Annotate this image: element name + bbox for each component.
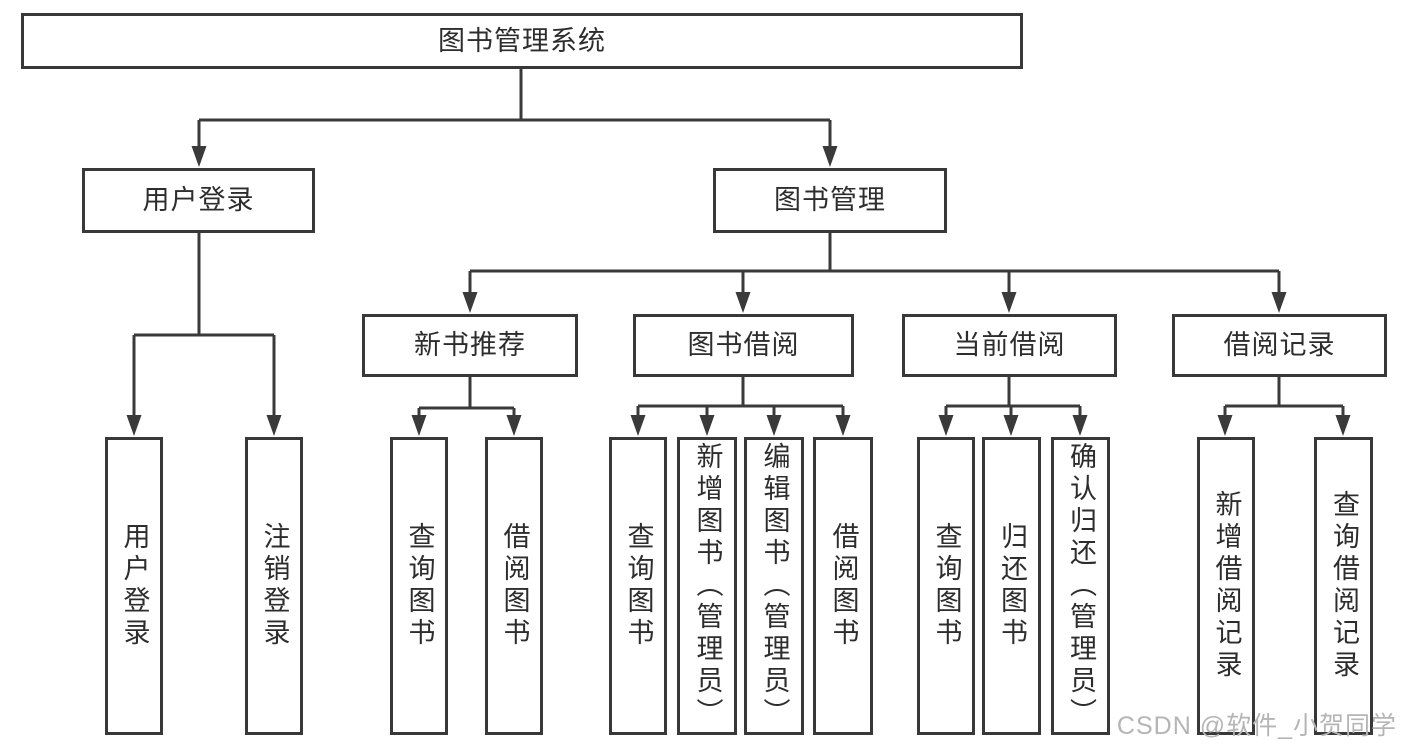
- connector-bookmgmt-to-level3: [468, 233, 1281, 296]
- connector-currentborrow-to-leaves: [944, 377, 1082, 420]
- leaf-query-books-2: 查询图书: [609, 437, 667, 735]
- leaf-query-borrow-record: 查询借阅记录: [1314, 437, 1373, 735]
- leaf-user-login: 用户登录: [105, 437, 163, 735]
- leaf-query-books-1: 查询图书: [390, 437, 448, 735]
- leaf-return-book: 归还图书: [982, 437, 1041, 735]
- leaf-add-borrow-record: 新增借阅记录: [1197, 437, 1255, 735]
- arrow-down-icon: [462, 292, 478, 313]
- node-current-borrow: 当前借阅: [902, 314, 1117, 377]
- node-user-login: 用户登录: [82, 168, 315, 233]
- arrow-down-icon: [938, 415, 954, 436]
- arrow-down-icon: [630, 415, 646, 436]
- arrow-down-icon: [506, 415, 522, 436]
- leaf-borrow-books-2: 借阅图书: [813, 437, 873, 735]
- arrow-down-icon: [126, 415, 142, 436]
- connector-newbook-to-leaves: [417, 377, 516, 420]
- leaf-add-book-admin: 新增图书（管理员）: [677, 437, 737, 735]
- connector-bookborrow-to-leaves: [636, 377, 845, 420]
- leaf-logout: 注销登录: [245, 437, 303, 735]
- arrow-down-icon: [835, 415, 851, 436]
- arrow-down-icon: [1072, 415, 1088, 436]
- connector-borrowrecord-to-leaves: [1223, 377, 1345, 420]
- arrow-down-icon: [766, 415, 782, 436]
- node-borrow-record: 借阅记录: [1172, 314, 1387, 377]
- arrow-down-icon: [699, 415, 715, 436]
- arrow-down-icon: [735, 292, 751, 313]
- arrow-down-icon: [1003, 415, 1019, 436]
- arrow-down-icon: [822, 146, 838, 167]
- arrow-down-icon: [1001, 292, 1017, 313]
- arrow-down-icon: [411, 415, 427, 436]
- node-new-book-recommend: 新书推荐: [362, 314, 578, 377]
- node-book-management: 图书管理: [713, 168, 947, 233]
- arrow-down-icon: [191, 146, 207, 167]
- arrow-down-icon: [1335, 415, 1351, 436]
- leaf-query-books-3: 查询图书: [917, 437, 975, 735]
- connector-userlogin-to-leaves: [132, 233, 276, 420]
- leaf-confirm-return-admin: 确认归还（管理员）: [1051, 437, 1110, 735]
- node-book-borrow: 图书借阅: [633, 314, 854, 377]
- leaf-edit-book-admin: 编辑图书（管理员）: [744, 437, 804, 735]
- leaf-borrow-books-1: 借阅图书: [485, 437, 543, 735]
- arrow-down-icon: [1271, 292, 1287, 313]
- arrow-down-icon: [1217, 415, 1233, 436]
- node-root-system: 图书管理系统: [21, 13, 1023, 69]
- connector-root-to-level2: [197, 69, 832, 150]
- csdn-watermark: CSDN @软件_小贺同学: [1116, 712, 1397, 740]
- arrow-down-icon: [266, 415, 282, 436]
